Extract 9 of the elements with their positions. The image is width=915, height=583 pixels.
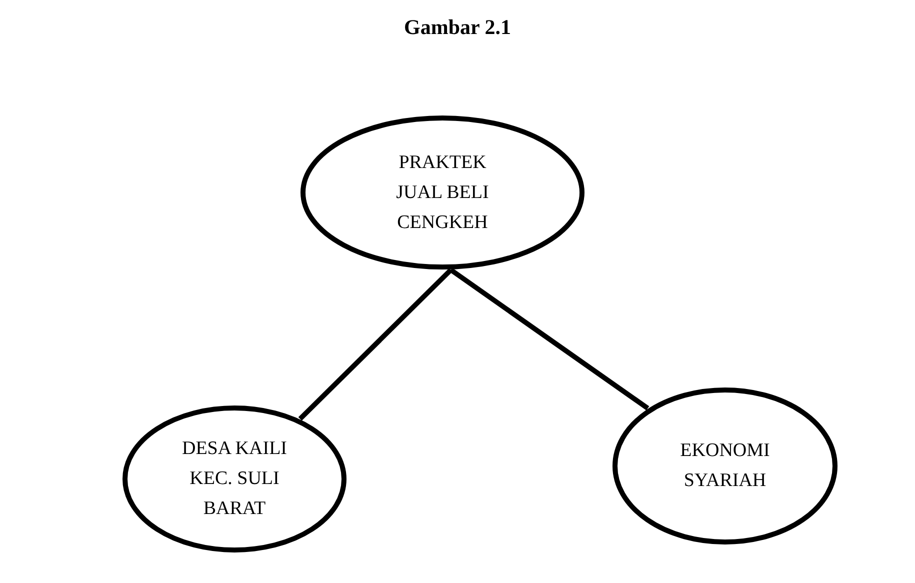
node-label: EKONOMI SYARIAH <box>679 439 771 493</box>
figure-title: Gambar 2.1 <box>404 14 511 41</box>
connector-line <box>449 268 650 410</box>
node-label: PRAKTEK JUAL BELI CENGKEH <box>395 150 490 234</box>
connector-line <box>298 268 453 421</box>
ellipse-node <box>122 405 347 553</box>
ellipse-node <box>612 387 838 545</box>
ellipse-node <box>300 115 585 270</box>
node-label: DESA KAILI KEC. SULI BARAT <box>180 437 288 521</box>
